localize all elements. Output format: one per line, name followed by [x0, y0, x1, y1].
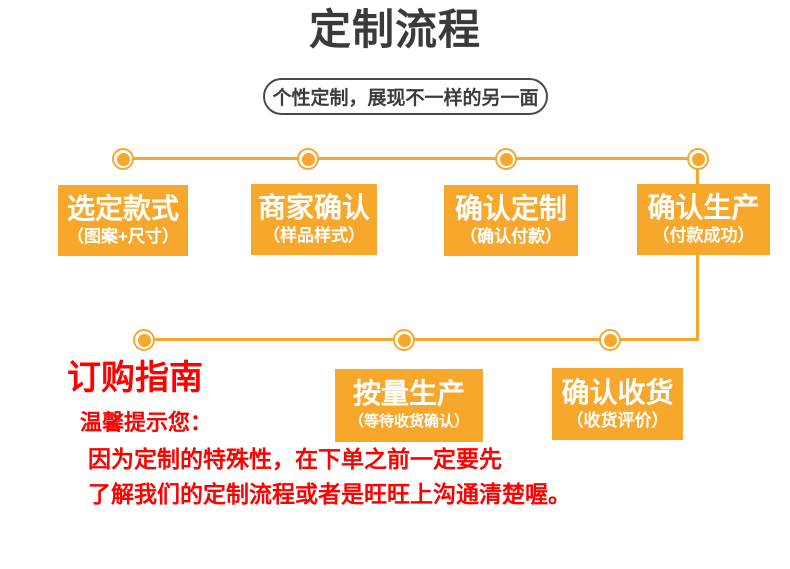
flow-node-dot-4: [687, 148, 709, 170]
flow-node-dot-6: [393, 329, 415, 351]
step-confirm-receipt: 确认收货 （收货评价）: [552, 368, 683, 440]
flow-node-dot-core: [499, 152, 513, 166]
flow-row1-connector-line: [123, 157, 698, 160]
flow-node-dot-core: [137, 333, 151, 347]
step-subtitle: （付款成功）: [652, 226, 755, 245]
step-title: 确认收货: [561, 376, 674, 408]
step-subtitle: （收货评价）: [566, 410, 669, 430]
flow-node-dot-5: [133, 329, 155, 351]
page-title: 定制流程: [308, 6, 481, 53]
step-subtitle: （图案+尺寸）: [67, 227, 179, 246]
flow-node-dot-2: [297, 148, 319, 170]
step-merchant-confirm: 商家确认 （样品样式）: [251, 184, 377, 255]
step-confirm-customization: 确认定制 （确认付款）: [444, 185, 578, 256]
flow-node-dot-core: [603, 333, 617, 347]
step-title: 确认定制: [454, 193, 567, 224]
step-title: 按量生产: [352, 378, 465, 409]
step-batch-production: 按量生产 （等待收货确认）: [335, 369, 483, 442]
step-select-style: 选定款式 （图案+尺寸）: [58, 185, 188, 256]
step-confirm-production: 确认生产 （付款成功）: [637, 184, 770, 255]
tagline-pill: 个性定制，展现不一样的另一面: [263, 78, 548, 115]
step-subtitle: （等待收货确认）: [348, 413, 469, 430]
flow-node-dot-core: [116, 152, 130, 166]
flow-node-dot-3: [495, 148, 517, 170]
flow-node-dot-1: [112, 148, 134, 170]
flow-node-dot-core: [397, 333, 411, 347]
step-subtitle: （确认付款）: [460, 227, 562, 246]
order-guide-tip-title: 温馨提示您：: [80, 410, 213, 435]
order-guide-title: 订购指南: [67, 359, 203, 397]
tagline-text: 个性定制，展现不一样的另一面: [272, 88, 539, 109]
flow-node-dot-7: [599, 329, 621, 351]
flow-node-dot-core: [301, 152, 315, 166]
step-title: 确认生产: [647, 192, 760, 223]
order-guide-line: 因为定制的特殊性，在下单之前一定要先: [88, 446, 502, 472]
step-subtitle: （样品样式）: [263, 226, 365, 245]
order-guide-line: 了解我们的定制流程或者是旺旺上沟通清楚喔。: [88, 481, 571, 507]
flow-row2-connector-line: [144, 338, 698, 341]
step-title: 选定款式: [66, 193, 179, 224]
step-title: 商家确认: [257, 192, 370, 223]
flow-node-dot-core: [691, 152, 705, 166]
